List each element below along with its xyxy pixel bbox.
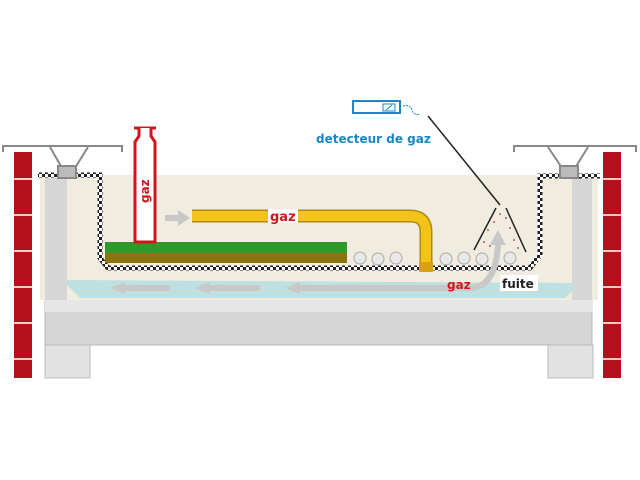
gravel: [353, 251, 517, 266]
leak-cone: [473, 207, 527, 253]
gas-particles: [483, 213, 519, 249]
right-coping: [513, 145, 637, 179]
membrane: [38, 172, 600, 271]
left-brick-wall: [14, 152, 32, 378]
cylinder-label: gaz: [138, 179, 152, 203]
left-coping: [2, 145, 123, 179]
pipe-label: gaz: [270, 210, 296, 225]
soil: [105, 253, 347, 263]
leak-label: fuite: [502, 277, 534, 291]
gas-pipe: [192, 209, 433, 272]
gas-flow-arrows: [110, 210, 506, 294]
detector-label: detecteur de gaz: [316, 132, 431, 146]
gas-detector: [352, 100, 421, 115]
detector-sensor-line: [427, 115, 501, 206]
leak-gas-label: gaz: [447, 278, 471, 292]
concrete-slab: [44, 177, 594, 379]
turf: [105, 242, 347, 253]
right-brick-wall: [603, 152, 621, 378]
gas-cylinder: [133, 126, 157, 244]
